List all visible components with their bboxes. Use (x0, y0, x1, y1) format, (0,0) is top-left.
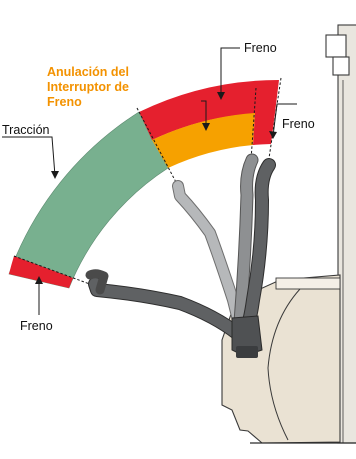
handle-mid (233, 153, 259, 329)
label-anulacion-line1: Anulación del (47, 65, 129, 79)
label-traccion: Tracción (2, 123, 50, 137)
handle-down (85, 269, 245, 341)
brake-zone-top (139, 79, 279, 140)
label-anulacion-line3: Freno (47, 95, 82, 109)
traction-zone (8, 111, 169, 289)
label-freno-right: Freno (282, 117, 315, 131)
leader-lines (2, 47, 297, 315)
arc-zones (8, 79, 279, 289)
label-anulacion-line2: Interruptor de (47, 80, 129, 94)
brake-zone-bottom (9, 256, 73, 288)
label-freno-top: Freno (244, 41, 277, 55)
brake-zone-right (253, 112, 275, 145)
handle-back (172, 180, 246, 334)
override-zone (152, 113, 255, 168)
tiller-head (231, 315, 263, 358)
truck-post (325, 24, 356, 444)
zone-boundaries (13, 77, 282, 287)
label-freno-bottom: Freno (20, 319, 53, 333)
